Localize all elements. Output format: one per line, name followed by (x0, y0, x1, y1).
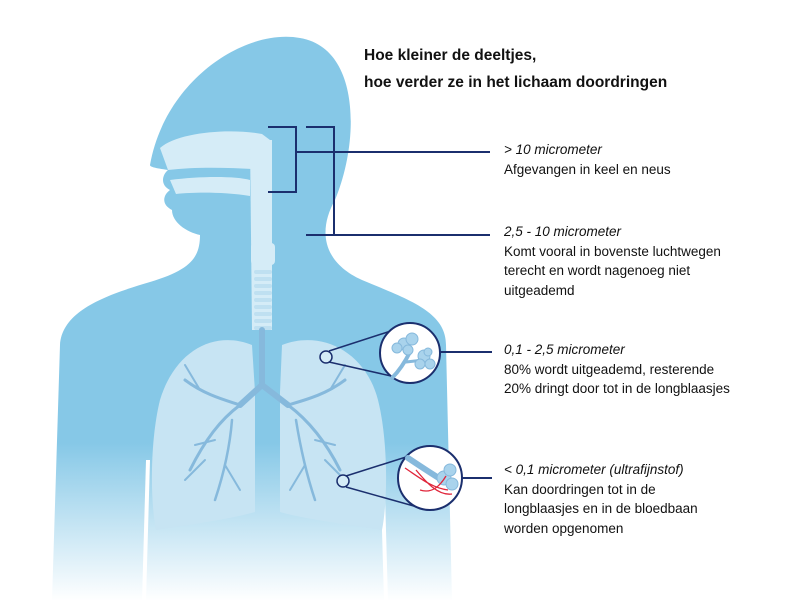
desc-ultrafine-3: worden opgenomen (504, 520, 624, 536)
trachea-ring (254, 305, 272, 309)
lung-marker-1 (319, 350, 333, 364)
trachea-ring (254, 270, 272, 274)
mouth-cavity (170, 177, 250, 196)
desc-pm25-2: 20% dringt door tot in de longblaasjes (504, 381, 730, 396)
bracket-nose (268, 126, 297, 193)
desc-coarse-1: Afgevangen in keel en neus (504, 161, 671, 177)
desc-pm10-2: terecht en wordt nagenoeg niet (504, 263, 691, 278)
left-lung (151, 340, 255, 530)
trachea-ring (254, 291, 272, 295)
left-arm-gap (142, 459, 150, 601)
trachea-ring (254, 284, 272, 288)
range-pm25: 0,1 - 2,5 micrometer (504, 342, 625, 357)
desc-pm10-1: Komt vooral in bovenste luchtwegen (504, 243, 721, 259)
title-line-1: Hoe kleiner de deeltjes, (364, 47, 537, 64)
desc-pm10-3: uitgeademd (504, 282, 575, 298)
range-coarse: > 10 micrometer (504, 142, 602, 157)
lung-marker-2 (336, 474, 350, 488)
diagram-title: Hoe kleiner de deeltjes, hoe verder ze i… (364, 42, 667, 96)
desc-pm25-1: 80% wordt uitgeademd, resterende (504, 361, 715, 377)
range-pm10: 2,5 - 10 micrometer (504, 224, 622, 239)
bracket-upper-airway (306, 126, 335, 236)
magnifier-alveoli (379, 322, 441, 384)
callout-lines (268, 126, 492, 511)
label-coarse-particles: > 10 micrometer Afgevangen in keel en ne… (504, 140, 794, 179)
throat (250, 140, 272, 330)
trachea-rings (254, 270, 272, 330)
trachea-ring (254, 277, 272, 281)
larynx (251, 243, 275, 265)
label-ultrafine: < 0,1 micrometer (ultrafijnstof) Kan doo… (504, 460, 794, 538)
desc-ultrafine-1: Kan doordringen tot in de (504, 481, 656, 497)
trachea-ring (254, 312, 272, 316)
label-pm10: 2,5 - 10 micrometer Komt vooral in boven… (504, 222, 794, 300)
magnifier-bloodstream (397, 445, 463, 511)
bronchial-tree (183, 327, 347, 502)
range-ultrafine: < 0,1 micrometer (ultrafijnstof) (504, 462, 684, 477)
title-line-2: hoe verder ze in het lichaam doordringen (364, 74, 668, 91)
label-pm25: 0,1 - 2,5 micrometer 80% wordt uitgeadem… (504, 340, 794, 399)
trachea-ring (254, 298, 272, 302)
nasal-cavity (160, 131, 270, 170)
right-lung (280, 340, 387, 530)
desc-ultrafine-2: longblaasjes en in de bloedbaan (504, 501, 698, 516)
trachea-ring (254, 319, 272, 323)
